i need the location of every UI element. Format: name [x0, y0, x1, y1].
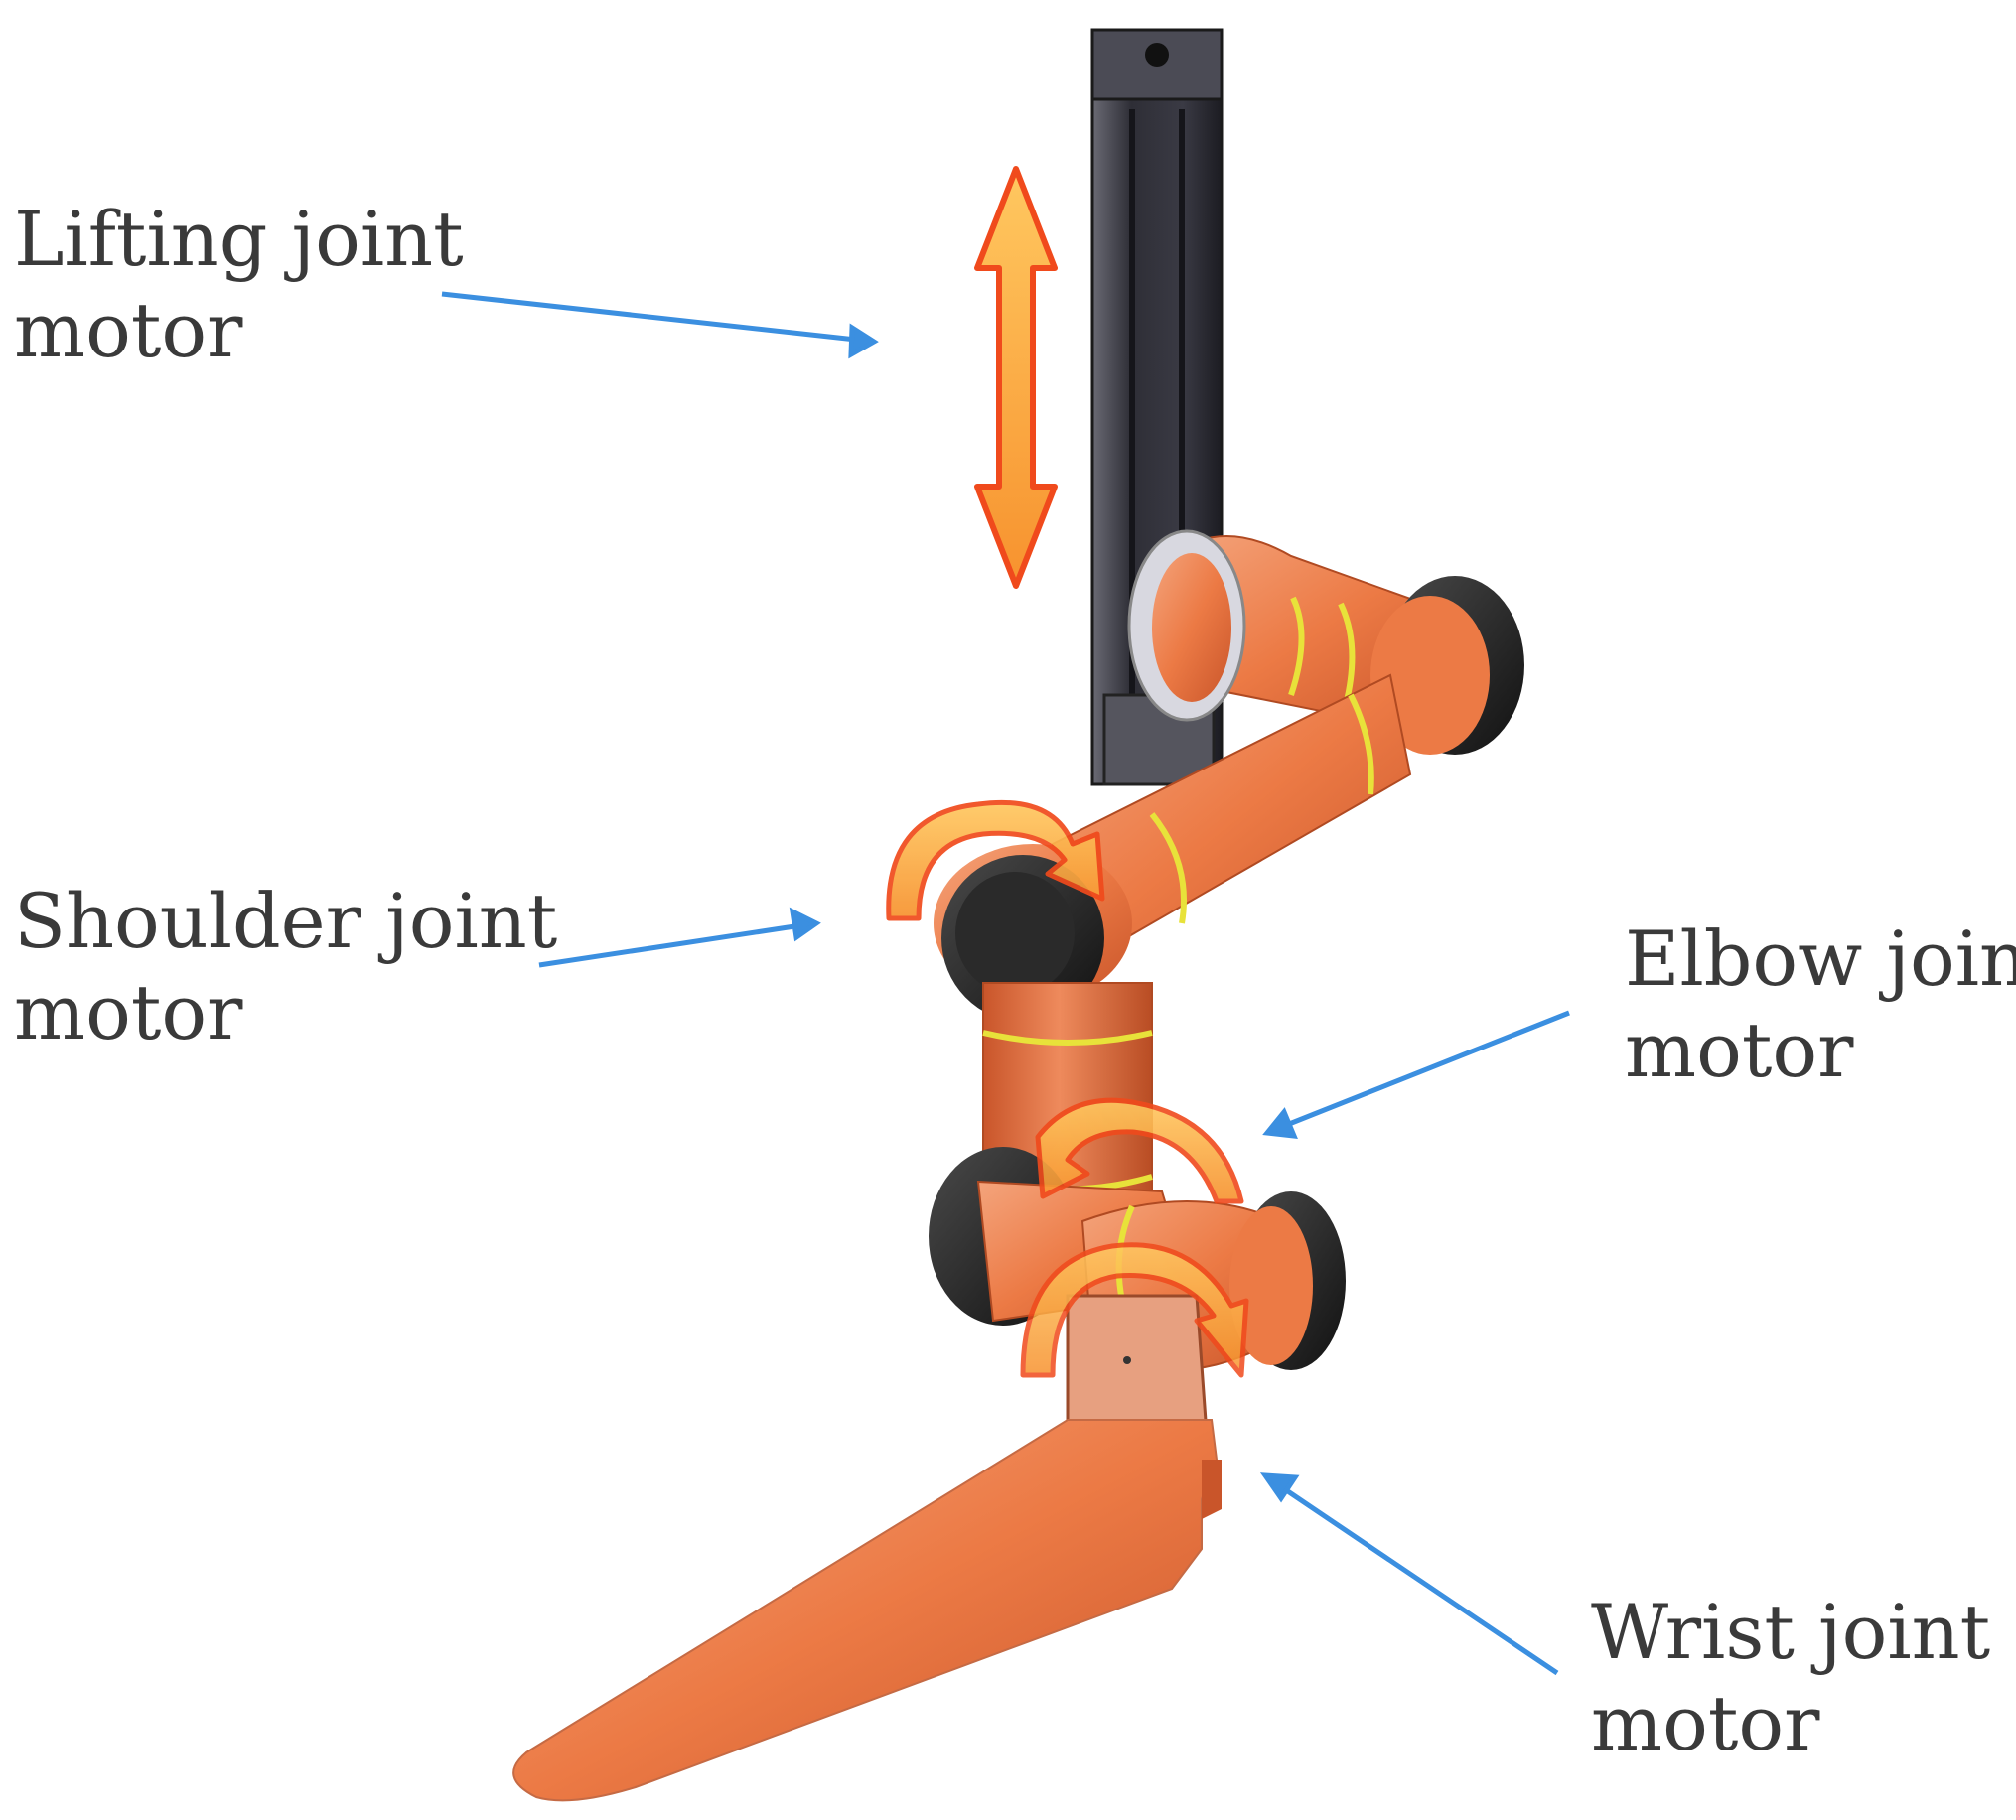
- shoulder-pointer-arrow: [538, 907, 821, 968]
- lifting-label-line2: motor: [14, 286, 243, 374]
- shoulder-motion-arrow: [886, 799, 1105, 921]
- wrist-motion-arrow: [1020, 1242, 1249, 1378]
- elbow-joint-label: Elbow joint motor: [1625, 913, 2016, 1096]
- wrist-housing: [1066, 1191, 1346, 1437]
- lifting-label-line1: Lifting joint: [14, 195, 464, 283]
- elbow-pointer-arrow: [1262, 1010, 1570, 1139]
- lifting-motion-arrow: [974, 166, 1058, 589]
- lifting-pointer-arrow: [441, 291, 879, 359]
- wrist-pointer-arrow: [1259, 1472, 1559, 1676]
- elbow-motion-arrow: [1035, 1097, 1244, 1204]
- forearm-link: [1051, 673, 1412, 965]
- gripper-blade: [512, 1419, 1222, 1802]
- pointer-arrows: [441, 291, 1570, 1676]
- shoulder-label-line1: Shoulder joint: [14, 877, 558, 965]
- elbow-label-line1: Elbow joint: [1625, 914, 2016, 1003]
- wrist-joint-label: Wrist joint motor: [1591, 1587, 1990, 1769]
- upper-arm: [1127, 529, 1524, 755]
- wrist-label-line2: motor: [1591, 1679, 1820, 1767]
- shoulder-label-line2: motor: [14, 968, 243, 1056]
- shoulder-joint-label: Shoulder joint motor: [14, 876, 557, 1058]
- wrist-label-line1: Wrist joint: [1591, 1588, 1991, 1676]
- lifting-joint-label: Lifting joint motor: [14, 194, 464, 376]
- elbow-label-line2: motor: [1625, 1006, 1854, 1094]
- shoulder-joint: [934, 844, 1132, 1022]
